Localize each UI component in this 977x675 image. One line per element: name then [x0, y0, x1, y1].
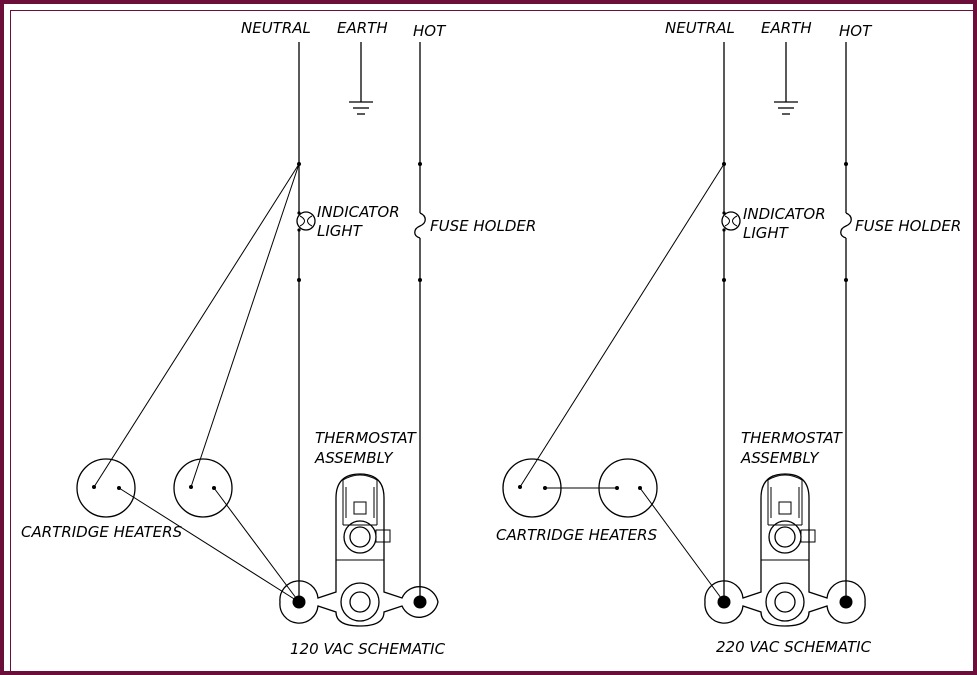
- heater-lead: [118, 487, 300, 603]
- neutral-label: NEUTRAL: [241, 19, 311, 37]
- junction-dot: [844, 278, 848, 282]
- thermostat-assembly-icon: [279, 473, 439, 627]
- thermostat-label: THERMOSTAT: [315, 429, 418, 447]
- fuse-holder-label: FUSE HOLDER: [430, 217, 536, 235]
- earth-ground-icon: [349, 42, 373, 115]
- indicator-light-label: LIGHT: [743, 224, 790, 242]
- indicator-light-icon: [721, 211, 741, 232]
- thermostat-label: THERMOSTAT: [741, 429, 844, 447]
- earth-label: EARTH: [761, 19, 812, 37]
- schematic-220vac: NEUTRAL EARTH HOT INDICATOR: [496, 19, 961, 656]
- cartridge-heaters-label: CARTRIDGE HEATERS: [21, 523, 183, 541]
- heater-lead: [213, 487, 300, 603]
- cartridge-heaters-label: CARTRIDGE HEATERS: [496, 526, 658, 544]
- indicator-light-label: LIGHT: [317, 222, 364, 240]
- junction-dot: [418, 278, 422, 282]
- hot-wire: [414, 42, 426, 602]
- fuse-holder-icon: [414, 212, 426, 239]
- junction-dot: [297, 278, 301, 282]
- heater-lead: [93, 163, 300, 488]
- junction-dot: [844, 162, 848, 166]
- schematic-caption: 120 VAC SCHEMATIC: [290, 640, 446, 658]
- indicator-light-icon: [296, 211, 316, 232]
- fuse-holder-icon: [840, 212, 852, 239]
- hot-label: HOT: [413, 22, 447, 40]
- earth-label: EARTH: [337, 19, 388, 37]
- schematic-caption: 220 VAC SCHEMATIC: [716, 638, 872, 656]
- thermostat-assembly-icon: [704, 473, 866, 627]
- indicator-light-label: INDICATOR: [317, 203, 400, 221]
- earth-ground-icon: [774, 42, 798, 115]
- cartridge-heater: [76, 458, 136, 518]
- heater-lead: [639, 487, 725, 603]
- hot-label: HOT: [839, 22, 873, 40]
- fuse-holder-label: FUSE HOLDER: [855, 217, 961, 235]
- thermostat-label: ASSEMBLY: [740, 449, 820, 467]
- junction-dot: [722, 278, 726, 282]
- hot-wire: [840, 42, 852, 602]
- heater-lead: [519, 163, 725, 488]
- heater-lead: [190, 163, 300, 488]
- indicator-light-label: INDICATOR: [743, 205, 826, 223]
- junction-dot: [418, 162, 422, 166]
- schematic-120vac: NEUTRAL EARTH HOT: [21, 19, 536, 658]
- diagram-inner-border: [10, 10, 975, 673]
- neutral-label: NEUTRAL: [665, 19, 735, 37]
- cartridge-heater: [173, 458, 233, 518]
- thermostat-label: ASSEMBLY: [314, 449, 394, 467]
